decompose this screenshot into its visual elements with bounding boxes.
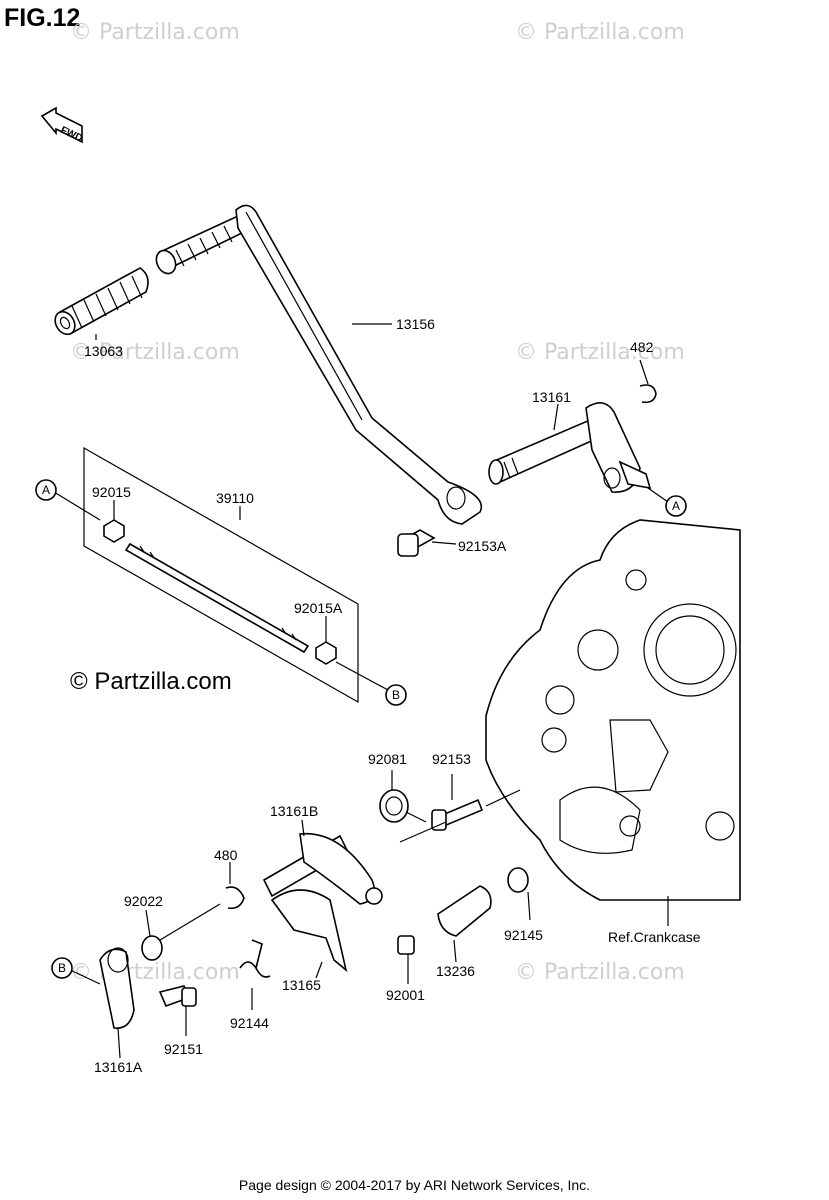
callout-a-left: A	[35, 479, 57, 501]
nut-92015	[103, 519, 125, 543]
label-13161b: 13161B	[270, 803, 318, 819]
crankcase	[485, 519, 741, 901]
watermark: © Partzilla.com	[515, 340, 685, 365]
shift-shaft	[488, 402, 652, 493]
plate-13165	[270, 889, 348, 973]
watermark: © Partzilla.com	[70, 960, 240, 985]
spring-92144	[239, 939, 271, 978]
label-92022: 92022	[124, 893, 163, 909]
label-13063: 13063	[84, 343, 123, 359]
label-13161a: 13161A	[94, 1059, 143, 1075]
label-92153a: 92153A	[458, 538, 507, 554]
circlip-482	[639, 384, 657, 404]
leader-lines	[53, 323, 669, 1059]
watermark: © Partzilla.com	[70, 340, 240, 365]
figure-title: FIG.12	[4, 4, 81, 32]
shift-pedal	[155, 204, 483, 525]
label-92081: 92081	[368, 751, 407, 767]
bolt-92153a	[397, 529, 436, 557]
svg-text:B: B	[58, 961, 66, 975]
watermark: © Partzilla.com	[515, 960, 685, 985]
page-footer: Page design © 2004-2017 by ARI Network S…	[238, 1177, 591, 1193]
watermark: © Partzilla.com	[70, 20, 240, 45]
bolt-92153	[431, 798, 484, 831]
footpeg-rubber	[54, 267, 149, 336]
circlip-480	[225, 886, 245, 910]
label-39110: 39110	[216, 490, 254, 506]
arm-13161a	[99, 947, 135, 1029]
part-labels: 13063 13156 482 13161 92153A 92015 39110…	[84, 316, 701, 1075]
svg-text:A: A	[42, 483, 50, 497]
label-482: 482	[630, 339, 654, 355]
washer-92022	[141, 935, 163, 961]
nut-92015a	[315, 641, 337, 665]
label-480: 480	[214, 847, 238, 863]
label-92144: 92144	[230, 1015, 269, 1031]
shift-arm-13161b	[262, 832, 383, 905]
callout-a-right: A	[665, 495, 687, 517]
callout-b-right: B	[385, 684, 407, 706]
label-13161: 13161	[532, 389, 571, 405]
label-92015: 92015	[92, 484, 131, 500]
label-13165: 13165	[282, 977, 321, 993]
label-ref-crankcase: Ref.Crankcase	[608, 929, 701, 945]
watermark: © Partzilla.com	[515, 20, 685, 45]
label-92015a: 92015A	[294, 600, 343, 616]
spring-92145	[507, 867, 529, 893]
label-92151: 92151	[164, 1041, 203, 1057]
fwd-arrow-icon: FWD	[40, 106, 84, 144]
spring-92081	[379, 789, 427, 823]
label-92153: 92153	[432, 751, 471, 767]
bolt-92001	[397, 935, 415, 955]
label-92145: 92145	[504, 927, 543, 943]
svg-text:B: B	[392, 688, 400, 702]
bolt-92151	[158, 985, 197, 1008]
svg-text:A: A	[672, 499, 680, 513]
label-13156: 13156	[396, 316, 435, 332]
partzilla-copyright: © Partzilla.com	[70, 668, 232, 695]
callout-b-left: B	[51, 957, 73, 979]
lever-13236	[437, 885, 492, 937]
label-13236: 13236	[436, 963, 475, 979]
label-92001: 92001	[386, 987, 425, 1003]
